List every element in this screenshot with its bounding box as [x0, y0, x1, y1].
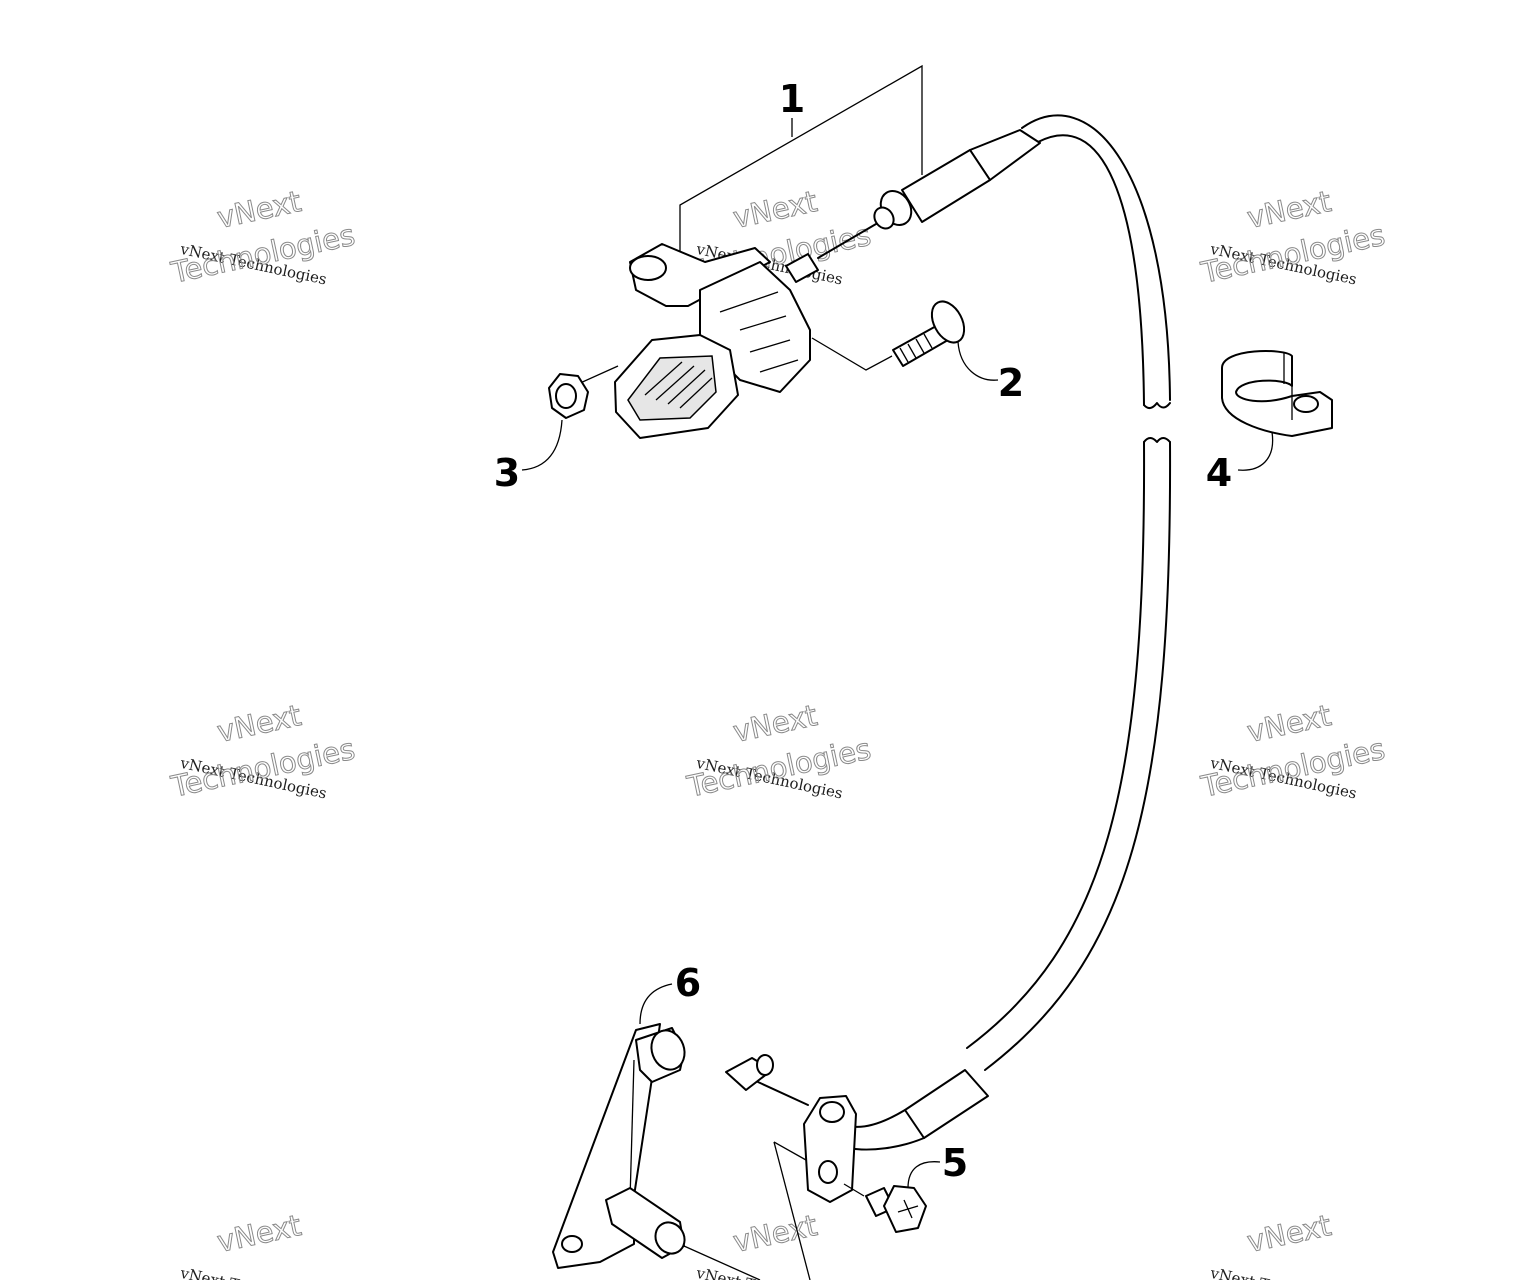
watermark: vNext vNext Technologies Technologies [683, 698, 874, 805]
part-screw [892, 300, 999, 381]
inner-cable-upper [817, 223, 877, 259]
grip-rib [679, 377, 713, 409]
callout-label: 2 [998, 361, 1024, 405]
watermark-text-large: Technologies [168, 218, 358, 290]
cable-housing-lower-inner [966, 441, 1146, 1049]
watermark-text-large: Technologies [1198, 218, 1388, 290]
watermark: vNext vNext Technologies [1208, 1208, 1358, 1280]
part-nut [521, 373, 589, 471]
lever-lower-boss-face [654, 1221, 686, 1255]
callout-label: 5 [942, 1141, 968, 1185]
screw-thread [899, 347, 909, 363]
screw-head [930, 300, 966, 344]
watermark-text-large: vNext [214, 184, 304, 235]
grip-rib [667, 369, 706, 405]
lever-pivot-hole [561, 1235, 583, 1253]
housing-detail-line [749, 339, 791, 353]
watermark-text-large: Technologies [1198, 732, 1388, 804]
watermark-text-small: vNext Technologies [694, 1264, 844, 1280]
cable-housing-upper-inner [1037, 134, 1145, 406]
cable-housing-lower-outer [984, 441, 1172, 1071]
cable-housing-upper-outer [1021, 114, 1171, 401]
bolt-head-mark [897, 1205, 919, 1213]
watermark: vNext vNext Technologies Technologies [167, 698, 358, 805]
cable-adjuster-nut-face [873, 206, 895, 230]
cable-clip-hole [1293, 395, 1319, 413]
callout-label: 4 [1206, 451, 1232, 495]
callout-3-assembly-leader [577, 365, 619, 385]
screw-thread [915, 338, 925, 354]
bracket-to-lever-leader [773, 1141, 811, 1280]
throttle-control-housing [577, 243, 893, 439]
inner-cable-lower [757, 1081, 809, 1106]
callout-label: 6 [675, 961, 701, 1005]
grip-rib [655, 365, 695, 401]
watermark-text-small: vNext Technologies [178, 1264, 328, 1280]
watermark-text-large: vNext [730, 1208, 820, 1259]
throttle-lever-pivot [629, 255, 667, 281]
grip-rib [644, 361, 683, 396]
bracket-cable-hole [819, 1101, 845, 1123]
callout-6-leader [639, 983, 673, 1025]
watermark-text-small: vNext Technologies [1208, 1264, 1358, 1280]
cable-adjuster-sleeve [901, 149, 991, 223]
watermark: vNext vNext Technologies Technologies [1197, 184, 1388, 291]
lever-alignment-line [683, 1245, 761, 1280]
cable-end-barrel-upper [785, 253, 819, 283]
part-bolt [865, 1161, 941, 1233]
watermark: vNext vNext Technologies [178, 1208, 328, 1280]
housing-detail-line [739, 315, 787, 331]
bolt-alignment-line [843, 1183, 865, 1197]
callout-4-leader [1237, 431, 1274, 471]
cable-break-bottom [1143, 437, 1171, 443]
watermark-text-large: vNext [1244, 698, 1334, 749]
watermark-text-large: vNext [214, 1208, 304, 1259]
throttle-lever-arm [629, 243, 771, 307]
bracket-leader [773, 1141, 807, 1161]
callouts: 1 2 3 4 5 6 [494, 77, 1232, 1185]
part-throttle-lever [552, 983, 761, 1280]
callout-2-leader [957, 341, 999, 381]
cable-break-top [1143, 402, 1171, 409]
screw-thread [907, 343, 917, 359]
housing-detail-line [719, 291, 779, 313]
watermark-text-large: vNext [730, 698, 820, 749]
cable-bracket-plate [803, 1095, 857, 1203]
bolt-hex-head [883, 1185, 927, 1233]
callout-3-leader [521, 419, 563, 471]
watermark-text-large: vNext [1244, 184, 1334, 235]
cable-end-sleeve-lower [904, 1069, 989, 1139]
cable-clip-body [1221, 350, 1333, 437]
screw-thread [923, 333, 933, 349]
callout-1-bracket [679, 64, 923, 258]
watermark-text-large: Technologies [684, 732, 874, 804]
watermark: vNext vNext Technologies [694, 1208, 844, 1280]
part-cable-clip [1221, 350, 1333, 471]
nut-bore [555, 383, 577, 409]
cable-assembly [679, 64, 1172, 1151]
thumb-pad-grip [627, 355, 717, 421]
callout-label: 3 [494, 451, 520, 495]
watermark: vNext vNext Technologies Technologies [1197, 698, 1388, 805]
callout-2-assembly-leader [811, 337, 893, 371]
part-cable-bracket [725, 1054, 865, 1280]
bracket-bolt-hole [818, 1160, 838, 1184]
watermark-text-large: vNext [730, 184, 820, 235]
watermark-text-large: vNext [214, 698, 304, 749]
callout-label: 1 [779, 77, 805, 121]
cable-housing-curve-lower-inner [847, 1137, 925, 1151]
barrel-end-cap [756, 1054, 774, 1076]
housing-detail-line [759, 359, 799, 373]
watermark-text-large: vNext [1244, 1208, 1334, 1259]
callout-5-leader [907, 1161, 941, 1189]
lever-upper-boss-face [650, 1029, 686, 1071]
watermark-text-large: Technologies [168, 732, 358, 804]
watermark: vNext vNext Technologies Technologies [167, 184, 358, 291]
lever-edge [629, 1059, 635, 1201]
